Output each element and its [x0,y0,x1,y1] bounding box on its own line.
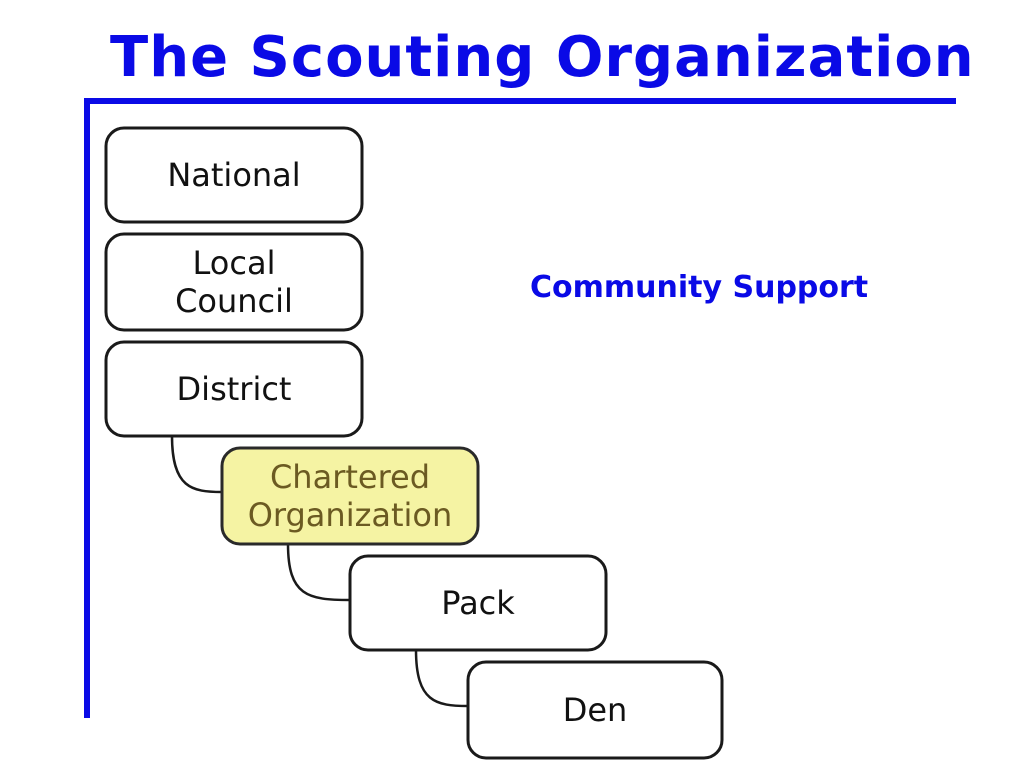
node-box-chartered-organization [220,446,480,546]
left-border-line [84,98,90,718]
node-label-pack-line-1: Pack [441,584,515,622]
node-den: Den [466,660,724,760]
node-label-local-council-line-1: Local [193,244,276,282]
community-support-label: Community Support [530,270,869,305]
node-label-chartered-organization-line-1: Chartered [270,458,430,496]
connector-pack-to-den [414,649,469,708]
node-label-national-line-1: National [167,156,300,194]
node-box-local-council [104,232,364,332]
node-box-district [104,340,364,438]
connector-chartered-organization-to-pack [286,543,351,602]
connector-layer [170,435,469,708]
node-box-national [104,126,364,224]
node-national: National [104,126,364,224]
page-title: The Scouting Organization [110,25,975,90]
node-label-den-line-1: Den [563,691,628,729]
node-label-chartered-organization-line-2: Organization [248,496,453,534]
node-layer: NationalLocalCouncilDistrictCharteredOrg… [104,126,724,760]
title-underline [84,98,956,104]
node-pack: Pack [348,554,608,652]
node-district: District [104,340,364,438]
connector-district-to-chartered-organization [170,435,223,494]
node-label-local-council-line-2: Council [175,282,293,320]
node-box-den [466,660,724,760]
node-label-district-line-1: District [177,370,292,408]
node-box-pack [348,554,608,652]
